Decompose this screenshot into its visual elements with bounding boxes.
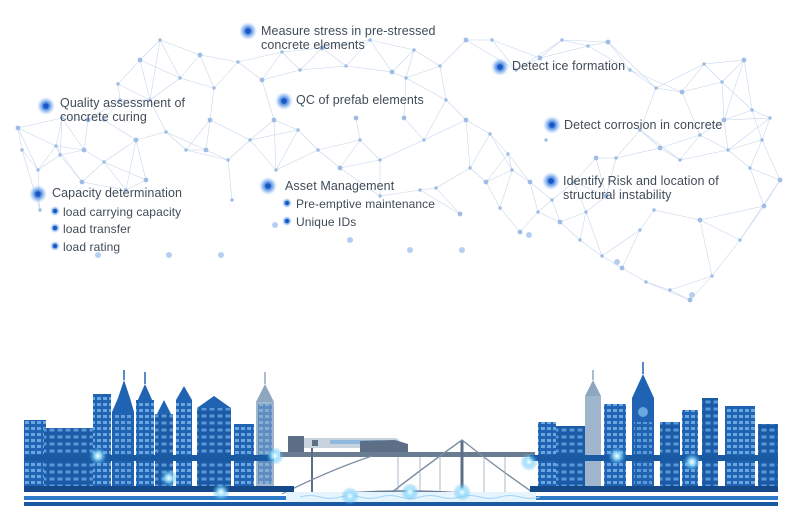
feature-detect-corrosion: Detect corrosion in concrete [564,118,723,132]
capacity-item-load-carrying: load carrying capacity [63,205,182,219]
feature-measure-stress: Measure stress in pre-stressed concrete … [261,24,436,52]
data-beams [95,222,695,492]
city-skyline-right [538,362,778,486]
feature-quality-assessment: Quality assessment of concrete curing [60,96,186,124]
capacity-item-load-rating: load rating [63,240,121,254]
feature-asset-management: Asset Management [285,179,395,193]
feature-detect-ice: Detect ice formation [512,59,626,73]
asset-item-preemptive: Pre-emptive maintenance [296,197,436,211]
city-skyline-left [24,370,274,486]
capacity-item-load-transfer: load transfer [63,222,132,236]
asset-item-unique-ids: Unique IDs [296,215,357,229]
feature-identify-risk: Identify Risk and location of structural… [563,174,719,202]
beam-base-glows [89,447,701,505]
feature-qc-prefab: QC of prefab elements [296,93,424,107]
feature-capacity-determination: Capacity determination [52,186,183,200]
sensor-network [15,22,783,303]
